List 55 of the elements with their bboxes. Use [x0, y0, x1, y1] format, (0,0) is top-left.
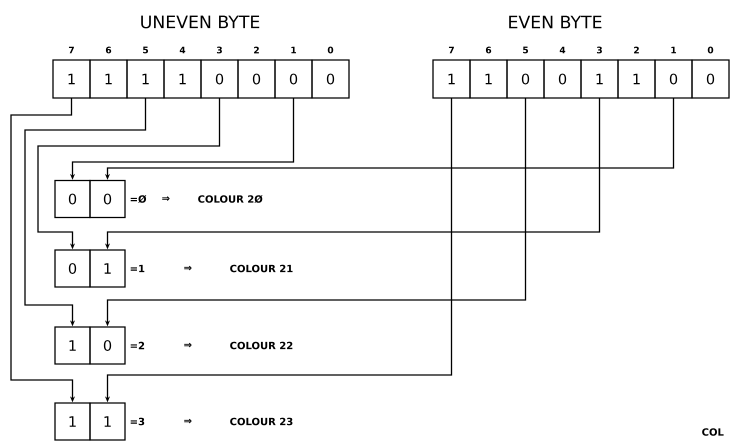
bit-number: 6: [106, 46, 112, 54]
bit-cell: 1: [126, 59, 165, 99]
bit-cell: 0: [54, 180, 91, 218]
bit-number: 4: [560, 46, 566, 54]
colour-label: COLOUR 2Ø: [198, 195, 262, 203]
bit-number: 2: [254, 46, 259, 54]
bit-number: 6: [486, 46, 492, 54]
colour-label: COLOUR 23: [230, 418, 292, 426]
bit-cell: 0: [89, 180, 126, 218]
implies-symbol: ⇒: [184, 418, 192, 424]
implies-symbol: ⇒: [184, 266, 192, 270]
bit-number: 1: [671, 46, 676, 54]
bit-number: 3: [596, 46, 602, 54]
colour-label: COLOUR 22: [230, 342, 292, 350]
bit-cell: 1: [89, 402, 126, 441]
implies-symbol: ⇒: [162, 196, 170, 201]
value-label: =3: [130, 418, 144, 426]
bit-cell: 1: [432, 59, 471, 99]
bit-cell: 0: [543, 59, 582, 99]
bit-cell: 0: [506, 59, 545, 99]
bit-cell: 0: [311, 59, 350, 99]
bit-number: 0: [328, 46, 334, 54]
bit-cell: 1: [52, 59, 91, 99]
bit-number: 1: [291, 46, 296, 54]
bit-cell: 0: [200, 59, 239, 99]
bit-cell: 1: [163, 59, 202, 99]
colour-label: COLOUR 21: [230, 264, 293, 272]
value-label: =Ø: [130, 195, 146, 203]
bit-number: 2: [634, 46, 639, 54]
bit-cell: 1: [54, 326, 91, 365]
bit-cell: 0: [54, 249, 91, 288]
bit-cell: 1: [580, 59, 619, 99]
bit-cell: 1: [89, 59, 128, 99]
value-label: =1: [130, 264, 144, 272]
bit-cell: 1: [89, 249, 126, 288]
bit-cell: 0: [237, 59, 276, 99]
bit-cell: 0: [89, 326, 126, 365]
byte-heading: UNEVEN BYTE: [141, 16, 260, 28]
bit-number: 7: [448, 46, 454, 54]
bit-number: 7: [68, 46, 74, 54]
bit-cell: 1: [54, 402, 91, 441]
bit-cell: 1: [469, 59, 508, 99]
bit-number: 3: [216, 46, 222, 54]
bit-cell: 1: [617, 59, 656, 99]
bit-number: 5: [523, 46, 528, 54]
value-label: =2: [130, 342, 144, 350]
cut-off-text: COL: [702, 428, 724, 436]
implies-symbol: ⇒: [184, 342, 192, 348]
bit-number: 0: [708, 46, 714, 54]
bit-cell: 0: [654, 59, 693, 99]
bit-cell: 0: [274, 59, 313, 99]
bit-number: 5: [143, 46, 148, 54]
bit-number: 4: [180, 46, 186, 54]
byte-heading: EVEN BYTE: [509, 16, 602, 28]
bit-cell: 0: [691, 59, 730, 99]
